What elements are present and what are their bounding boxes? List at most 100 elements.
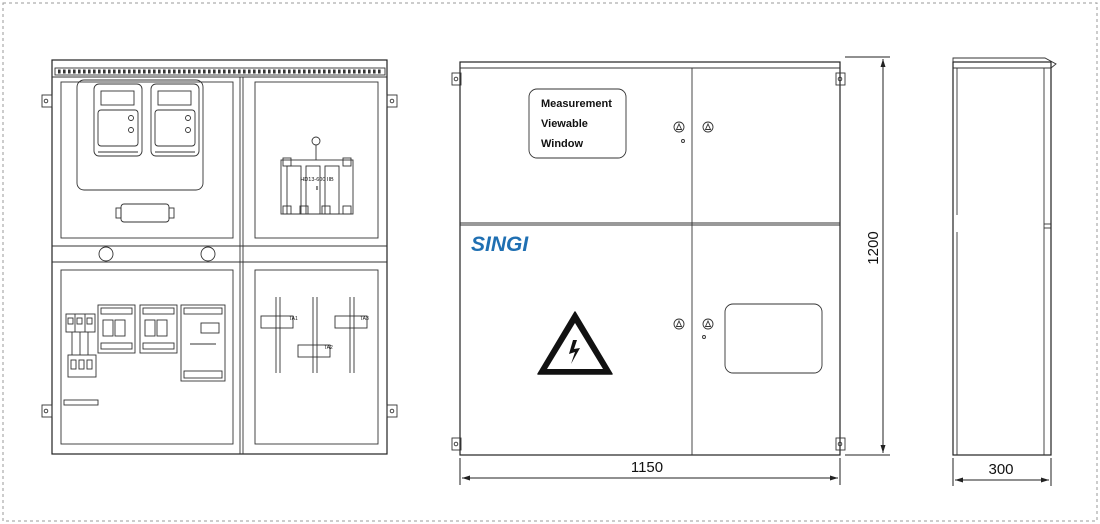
window-label-line1: Measurement (541, 98, 612, 110)
vent-slot (158, 69, 161, 74)
side-view (952, 57, 1057, 456)
vent-slot (368, 69, 371, 74)
ct-panel (254, 269, 379, 445)
vent-slot (78, 69, 81, 74)
vent-slot (328, 69, 331, 74)
vent-slot (168, 69, 171, 74)
vent-slot (343, 69, 346, 74)
vent-slot (223, 69, 226, 74)
contactor-icon (139, 304, 178, 354)
vent-slot (58, 69, 61, 74)
width-label: 1150 (631, 459, 663, 476)
isolator-model-text2: II (315, 186, 319, 192)
vent-slot (358, 69, 361, 74)
vent-slot (313, 69, 316, 74)
ventilation-slots (58, 69, 381, 74)
rail-hole (200, 246, 216, 262)
height-dimension: 1200 (845, 56, 890, 456)
vent-slot (68, 69, 71, 74)
ct-label: TA2 (324, 345, 333, 351)
depth-dimension: 300 (952, 458, 1052, 486)
vent-slot (98, 69, 101, 74)
contactor-icon (97, 304, 136, 354)
vent-slot (233, 69, 236, 74)
vent-slot (148, 69, 151, 74)
ct-label: TA3 (360, 316, 369, 322)
vent-slot (258, 69, 261, 74)
lower-viewing-window (724, 303, 823, 374)
ventilation-strip (54, 67, 386, 76)
singi-logo: SINGI (471, 233, 529, 256)
vent-slot (373, 69, 376, 74)
vent-slot (63, 69, 66, 74)
vent-slot (108, 69, 111, 74)
vent-slot (278, 69, 281, 74)
vent-slot (203, 69, 206, 74)
vent-slot (188, 69, 191, 74)
vent-slot (163, 69, 166, 74)
vent-slot (173, 69, 176, 74)
vent-slot (248, 69, 251, 74)
vent-slot (93, 69, 96, 74)
vent-slot (218, 69, 221, 74)
vent-slot (73, 69, 76, 74)
current-transformer-icon: TA1 (260, 297, 298, 373)
vent-slot (353, 69, 356, 74)
vent-slot (153, 69, 156, 74)
vent-slot (363, 69, 366, 74)
door-lock-icons (673, 121, 714, 339)
vent-slot (288, 69, 291, 74)
width-dimension: 1150 (459, 458, 841, 485)
vent-slot (103, 69, 106, 74)
ct-label: TA1 (289, 316, 298, 322)
vent-slot (138, 69, 141, 74)
vent-slot (308, 69, 311, 74)
vent-slot (193, 69, 196, 74)
vent-slot (303, 69, 306, 74)
vent-slot (208, 69, 211, 74)
din-terminal-strip (63, 399, 99, 406)
current-transformer-icon: TA2 (297, 297, 333, 373)
vent-slot (213, 69, 216, 74)
meter-window-frame (76, 79, 204, 191)
vent-slot (263, 69, 266, 74)
vent-slot (318, 69, 321, 74)
vent-slot (323, 69, 326, 74)
vent-slot (333, 69, 336, 74)
vent-slot (133, 69, 136, 74)
vent-slot (348, 69, 351, 74)
hinge-icons (451, 72, 846, 451)
window-label-line2: Viewable (541, 118, 588, 130)
vent-slot (283, 69, 286, 74)
high-voltage-warning-icon (537, 311, 613, 375)
vent-slot (238, 69, 241, 74)
vent-slot (128, 69, 131, 74)
front-view: Measurement Viewable Window SINGI (451, 61, 846, 456)
vent-slot (273, 69, 276, 74)
controller-module-icon (180, 304, 226, 382)
vent-slot (143, 69, 146, 74)
vent-slot (123, 69, 126, 74)
terminal-block-icon (115, 203, 175, 223)
vent-slot (83, 69, 86, 74)
vent-slot (268, 69, 271, 74)
interior-view: HD13-600 IIB II (41, 59, 398, 455)
energy-meter-icon (93, 83, 143, 157)
current-transformer-icon: TA3 (334, 297, 369, 373)
vent-slot (113, 69, 116, 74)
front-outer-frame (459, 61, 841, 456)
depth-label: 300 (988, 461, 1013, 478)
vent-slot (293, 69, 296, 74)
circuit-breaker-icon (65, 313, 97, 378)
window-label-line3: Window (541, 138, 583, 150)
vent-slot (178, 69, 181, 74)
vent-slot (243, 69, 246, 74)
vent-slot (88, 69, 91, 74)
vent-slot (378, 69, 381, 74)
interior-outer-frame (51, 59, 388, 455)
isolator-panel (254, 81, 379, 239)
energy-meter-icon (150, 83, 200, 157)
